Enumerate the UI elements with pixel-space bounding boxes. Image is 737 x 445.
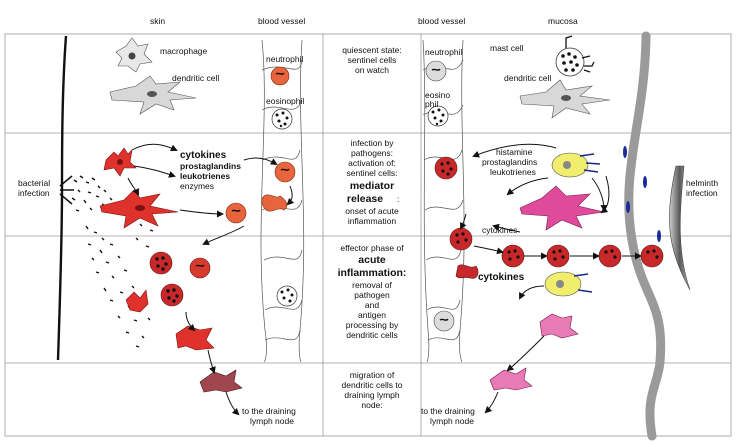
eosinophil-left-effector — [276, 285, 298, 307]
migrating-dendritic-right — [489, 367, 533, 391]
label-eosinophil-left: eosinophil — [266, 96, 305, 106]
helminth-worm — [669, 165, 691, 291]
mucosa-boundary — [624, 31, 666, 441]
label-mast-cell: mast cell — [490, 43, 524, 53]
label-bacterial-1: bacterial — [18, 178, 51, 188]
dest-left-1: to the draining — [242, 406, 296, 416]
stage-removal-2: pathogen — [354, 290, 390, 300]
eosinophil-left — [271, 108, 293, 130]
neutrophil-left — [270, 66, 290, 86]
header-blood-vessel-right: blood vessel — [418, 16, 466, 26]
header-skin: skin — [150, 16, 166, 26]
eosinophil-right-infection — [434, 156, 458, 180]
eosinophil-right — [427, 105, 449, 127]
stage-infection-1: infection by — [350, 138, 394, 148]
left-enzymes: enzymes — [180, 181, 215, 191]
migrating-dendritic-left — [199, 369, 243, 393]
stage-infection-4: sentinel cells: — [346, 168, 398, 178]
stage-mediator-3: : — [397, 194, 400, 204]
stage-migration-2: dendritic cells to — [341, 380, 403, 390]
label-dendritic-cell-left: dendritic cell — [172, 73, 220, 83]
diapedesis-cell-left — [261, 194, 288, 212]
stage-mediator-2: release — [346, 193, 384, 205]
activated-mast-cell — [551, 152, 601, 178]
stage-infection-3: activation of: — [348, 158, 396, 168]
right-histamine: histamine — [496, 147, 533, 157]
activated-dendritic-right — [519, 185, 605, 231]
antigen-particles — [623, 146, 661, 242]
label-neutrophil-right: neutrophil — [425, 47, 463, 57]
dest-right-1: to the draining — [421, 406, 475, 416]
stage-removal-3: and — [364, 300, 380, 310]
stage-migration-1: migration of — [349, 370, 395, 380]
stage-onset-2: inflammation — [347, 216, 397, 226]
stage-onset-1: onset of acute — [345, 206, 399, 216]
neutrophil-vessel-infection — [274, 161, 296, 183]
right-prostaglandins: prostaglandins — [482, 157, 538, 167]
effector-cells-right — [433, 227, 664, 339]
effector-cells-left — [125, 251, 215, 351]
stage-removal-5: processing by — [345, 320, 399, 330]
label-eosinophil-right-2: phil — [425, 99, 439, 109]
stage-migration-4: node: — [361, 400, 383, 410]
stage-acute-1: acute — [358, 254, 386, 266]
flow-arrows — [127, 143, 642, 416]
stage-migration-3: draining lymph — [344, 390, 400, 400]
header-mucosa: mucosa — [548, 16, 578, 26]
neutrophil-right — [425, 60, 447, 82]
left-leukotrienes: leukotrienes — [180, 171, 231, 181]
stage-acute-2: inflammation: — [337, 267, 407, 279]
right-cytokines-big: cytokines — [478, 272, 525, 283]
stage-quiescent-3: on watch — [354, 65, 390, 75]
stage-quiescent-2: sentinel cells — [347, 55, 397, 65]
label-helminth-2: infection — [686, 188, 718, 198]
label-neutrophil-left: neutrophil — [266, 54, 304, 64]
right-cytokines-small: cytokines — [482, 225, 518, 235]
label-helminth-1: helminth — [686, 178, 719, 188]
label-macrophage: macrophage — [160, 46, 208, 56]
stage-effector-1: effector phase of — [340, 243, 404, 253]
label-bacterial-2: infection — [18, 188, 50, 198]
stage-infection-2: pathogens: — [350, 148, 394, 158]
left-prostaglandins: prostaglandins — [180, 161, 241, 171]
label-eosinophil-right-1: eosino — [425, 90, 451, 100]
dest-right-2: lymph node — [430, 416, 474, 426]
left-blood-vessel — [260, 39, 305, 363]
stage-removal-6: dendritic cells — [346, 330, 398, 340]
stage-mediator-1: mediator — [349, 180, 395, 192]
header-blood-vessel-left: blood vessel — [258, 16, 306, 26]
neutrophil-left-infection — [225, 202, 247, 224]
mast-cell-quiescent — [555, 35, 595, 77]
dest-left-2: lymph node — [250, 416, 294, 426]
stage-removal-1: removal of — [352, 280, 392, 290]
right-leukotrienes: leukotrienes — [490, 167, 536, 177]
panel-grid — [4, 33, 732, 437]
label-dendritic-cell-right: dendritic cell — [504, 73, 552, 83]
stage-quiescent-1: quiescent state: — [342, 45, 402, 55]
stage-removal-4: antigen — [358, 310, 386, 320]
left-cytokines: cytokines — [180, 150, 227, 161]
